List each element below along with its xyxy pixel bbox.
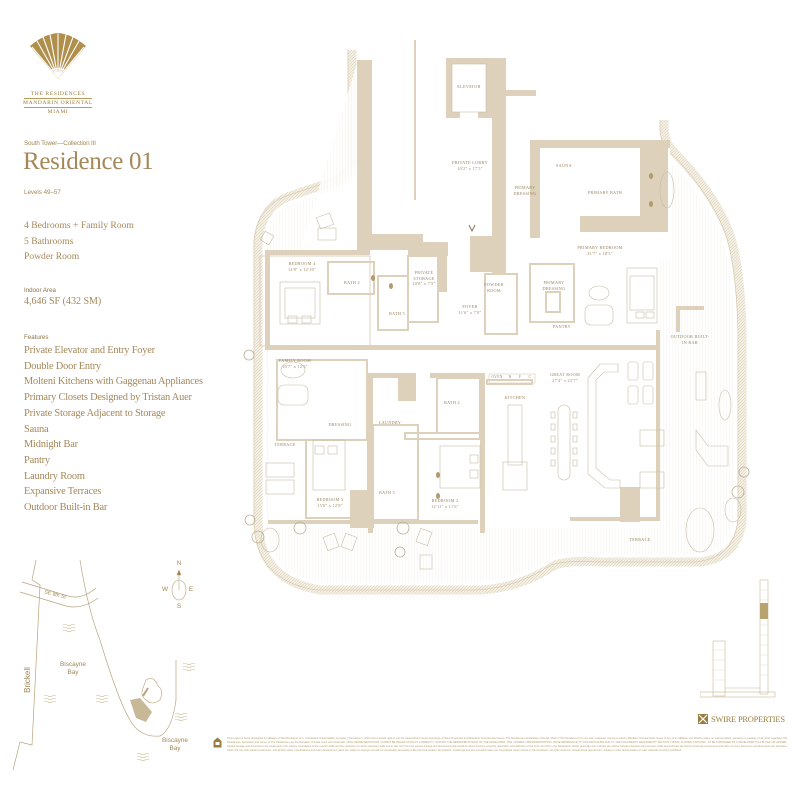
compass-s: S	[176, 603, 182, 610]
appliance-cooler: C	[528, 375, 532, 379]
developer-name: SWIRE PROPERTIES	[711, 714, 785, 724]
planters	[243, 349, 750, 558]
room-label-pantry: PANTRY	[553, 324, 571, 329]
entry-arrow-icon	[468, 224, 476, 233]
interior-floor	[268, 250, 660, 528]
room-label-outdoor-bar: OUTDOOR BUILT-IN BAR	[670, 334, 710, 345]
compass-n: N	[176, 560, 182, 567]
room-label-elevator: ELEVATOR	[457, 84, 481, 89]
swire-logo-icon	[698, 714, 708, 724]
feature-item: Private Storage Adjacent to Storage	[24, 407, 166, 419]
developer-brand: SWIRE PROPERTIES	[698, 714, 785, 724]
room-label-sauna: SAUNA	[556, 163, 572, 168]
spec-powder-room: Powder Room	[24, 251, 80, 263]
water-label-biscayne-bay-1: Biscayne Bay	[60, 661, 86, 676]
spec-bathrooms: 5 Bathrooms	[24, 235, 74, 247]
appliance-freezer: F	[518, 375, 522, 379]
street-label-brickell: Brickell	[23, 667, 32, 693]
water-wave-icons	[43, 623, 196, 762]
logo-line-1: THE RESIDENCES	[30, 91, 86, 97]
page-title: Residence 01	[23, 148, 154, 175]
indoor-area-label: Indoor Area	[24, 287, 56, 294]
feature-item: Double Door Entry	[24, 360, 101, 372]
room-label-primary-bath: PRIMARY BATH	[587, 190, 623, 195]
feature-item: Expansive Terraces	[24, 486, 102, 498]
logo-line-2: MANDARIN ORIENTAL	[23, 100, 93, 106]
room-label-dressing: DRESSING	[328, 422, 352, 427]
water-label-biscayne-bay-2: Biscayne Bay	[162, 737, 188, 752]
levels: Levels 49–57	[24, 189, 61, 196]
appliance-oven: OVEN	[491, 375, 503, 379]
indoor-area-value: 4,646 SF (432 SM)	[24, 296, 102, 307]
tower-collection: South Tower—Collection III	[24, 140, 96, 147]
features-label: Features	[24, 334, 49, 341]
spec-bedrooms: 4 Bedrooms + Family Room	[24, 220, 134, 231]
feature-item: Outdoor Built-in Bar	[24, 502, 108, 514]
room-summary: 4 Bedrooms + Family Room 5 Bathrooms Pow…	[24, 218, 134, 265]
appliance-refrigerator: R	[508, 375, 512, 379]
feature-item: Primary Closets Designed by Tristan Auer	[24, 392, 192, 404]
room-label-bath-3: BATH 3	[379, 490, 395, 495]
room-label-terrace-south: TERRACE	[629, 537, 651, 542]
structural-walls	[265, 58, 704, 533]
fan-emblem-icon	[30, 33, 86, 79]
logo-line-3: MIAMI	[47, 109, 69, 115]
tower-elevation-diagram	[700, 579, 776, 698]
room-label-laundry: LAUNDRY	[378, 420, 402, 425]
room-label-bath-4: BATH 4	[344, 280, 360, 285]
feature-item: Pantry	[24, 454, 50, 466]
features-list: Private Elevator and Entry Foyer Double …	[24, 343, 203, 516]
site-marker	[130, 678, 162, 722]
compass-w: W	[161, 586, 169, 593]
logo-divider	[24, 107, 92, 108]
feature-item: Private Elevator and Entry Foyer	[24, 345, 155, 356]
brand-logo: THE RESIDENCES MANDARIN ORIENTAL MIAMI	[22, 32, 94, 116]
room-label-primary-dressing-2: PRIMARY DRESSING	[542, 280, 566, 291]
feature-item: Molteni Kitchens with Gaggenau Appliance…	[24, 376, 203, 388]
logo-divider	[24, 98, 92, 99]
room-label-kitchen: KITCHEN	[504, 395, 526, 400]
room-label-primary-dressing: PRIMARY DRESSING	[513, 185, 537, 196]
residence-level-highlight	[760, 603, 768, 619]
room-label-bath-2: BATH 2	[444, 400, 460, 405]
feature-item: Midnight Bar	[24, 439, 78, 451]
compass-e: E	[188, 586, 194, 593]
equal-housing-icon	[213, 737, 222, 748]
feature-item: Laundry Room	[24, 470, 85, 482]
room-label-terrace-west: TERRACE	[274, 442, 296, 447]
compass-icon	[171, 569, 187, 601]
room-label-powder-room: POWDER ROOM	[484, 282, 504, 293]
furniture	[259, 63, 742, 570]
legal-disclaimer: This project is being developed by affil…	[227, 737, 787, 752]
feature-item: Sauna	[24, 423, 49, 435]
location-map	[12, 559, 196, 771]
room-label-bath-5: BATH 5	[389, 311, 405, 316]
